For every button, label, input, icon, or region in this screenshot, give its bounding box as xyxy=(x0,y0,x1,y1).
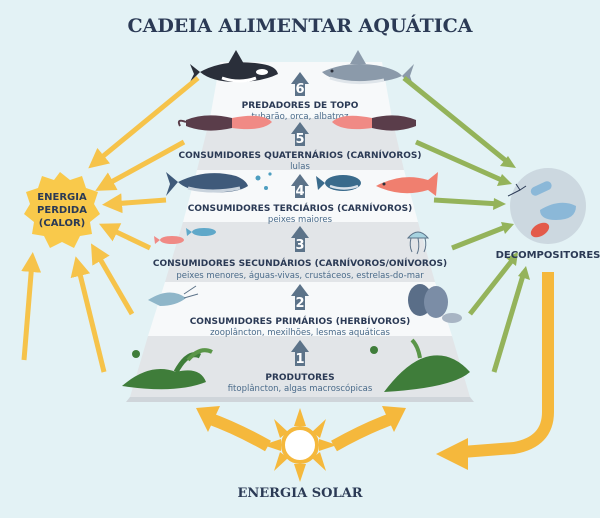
level-title-4: CONSUMIDORES TERCIÁRIOS (CARNÍVOROS) xyxy=(188,202,413,214)
level-subtitle-4: peixes maiores xyxy=(268,215,333,225)
page-title: CADEIA ALIMENTAR AQUÁTICA xyxy=(127,14,472,37)
level-number-1: 1 xyxy=(295,352,304,367)
seaweed-icon-left xyxy=(122,348,213,390)
decomposer-arrow-6 xyxy=(402,76,512,166)
level-title-3: CONSUMIDORES SECUNDÁRIOS (CARNÍVOROS/ONÍ… xyxy=(153,257,447,269)
decomposer-arrow-1 xyxy=(491,271,527,373)
jellyfish-icon xyxy=(406,231,430,255)
mackerel-icon xyxy=(316,175,361,191)
level-title-2: CONSUMIDORES PRIMÁRIOS (HERBÍVOROS) xyxy=(190,315,411,327)
level-number-5: 5 xyxy=(295,132,304,147)
decomposer-arrow-4 xyxy=(433,197,501,207)
heat-arrow-1 xyxy=(70,256,107,373)
level-subtitle-1: fitoplâncton, algas macroscópicas xyxy=(228,383,373,394)
sun-icon xyxy=(263,408,337,482)
salmon-icon xyxy=(376,172,438,196)
heat-arrow-decomposer xyxy=(21,252,42,361)
pyramid-band-1 xyxy=(130,336,470,397)
solar-arrows xyxy=(196,406,406,452)
level-arrows: 6 5 4 3 2 1 xyxy=(291,72,309,367)
level-number-6: 6 xyxy=(295,82,304,97)
level-number-2: 2 xyxy=(295,296,304,311)
heat-arrow-5 xyxy=(95,139,186,191)
energy-lost-label-line1: ENERGIA xyxy=(37,192,87,203)
mussel-icon xyxy=(408,284,462,323)
bubble-icon xyxy=(264,186,268,190)
level-arrow-5: 5 xyxy=(291,122,309,147)
squid-icon-left xyxy=(177,115,272,131)
energy-lost-label-line2: PERDIDA xyxy=(37,205,87,216)
seaweed-icon-right xyxy=(370,338,470,392)
heat-loss-arrows xyxy=(21,76,200,373)
heat-arrow-4 xyxy=(102,193,167,214)
decomposer-return-arrow-head xyxy=(436,438,468,470)
level-title-1: PRODUTORES xyxy=(265,373,334,383)
decomposer-arrow-2 xyxy=(468,256,516,316)
shrimp-icon xyxy=(148,285,199,306)
energy-lost-badge: ENERGIA PERDIDA (CALOR) xyxy=(24,172,100,248)
bubble-icon xyxy=(268,172,272,176)
decomposers-group: DECOMPOSITORES xyxy=(496,168,600,261)
bubble-icon xyxy=(255,175,261,181)
heat-arrow-2 xyxy=(90,243,135,316)
level-number-3: 3 xyxy=(295,238,304,253)
tuna-icon xyxy=(166,172,248,196)
bacteria-icon xyxy=(540,202,576,220)
bacteria-icon xyxy=(530,222,550,238)
organisms xyxy=(122,50,470,392)
decomposer-return-arrow xyxy=(461,272,554,458)
decomposer-arrow-3 xyxy=(451,223,509,251)
level-title-6: PREDADORES DE TOPO xyxy=(242,101,359,111)
bacteria-icon xyxy=(530,181,552,196)
decomposer-arrows xyxy=(402,76,527,373)
squid-icon-right xyxy=(332,115,416,131)
small-fish-icon xyxy=(154,228,216,244)
level-arrow-1: 1 xyxy=(291,340,309,367)
level-subtitle-6: tubarão, orca, albatroz xyxy=(252,112,349,122)
level-title-5: CONSUMIDORES QUATERNÁRIOS (CARNÍVOROS) xyxy=(178,149,421,161)
level-subtitle-3: peixes menores, águas-vivas, crustáceos,… xyxy=(176,271,424,281)
decomposer-arrow-5 xyxy=(414,139,508,185)
level-arrow-6: 6 xyxy=(291,72,309,97)
heat-arrow-3 xyxy=(98,223,152,251)
level-subtitle-2: zooplâncton, mexilhões, lesmas aquáticas xyxy=(210,328,390,338)
decomposers-label: DECOMPOSITORES xyxy=(496,250,600,261)
level-arrow-2: 2 xyxy=(291,284,309,311)
level-labels: PREDADORES DE TOPO tubarão, orca, albatr… xyxy=(153,101,447,394)
level-arrow-3: 3 xyxy=(291,226,309,253)
energy-lost-label-line3: (CALOR) xyxy=(39,218,85,229)
level-number-4: 4 xyxy=(295,184,304,199)
orca-icon xyxy=(190,50,278,83)
level-arrow-4: 4 xyxy=(291,174,309,199)
decomposer-arrow-heads xyxy=(493,156,530,280)
level-subtitle-5: lulas xyxy=(290,162,310,172)
solar-energy-label: ENERGIA SOLAR xyxy=(237,486,362,501)
heat-arrow-6 xyxy=(88,76,200,169)
